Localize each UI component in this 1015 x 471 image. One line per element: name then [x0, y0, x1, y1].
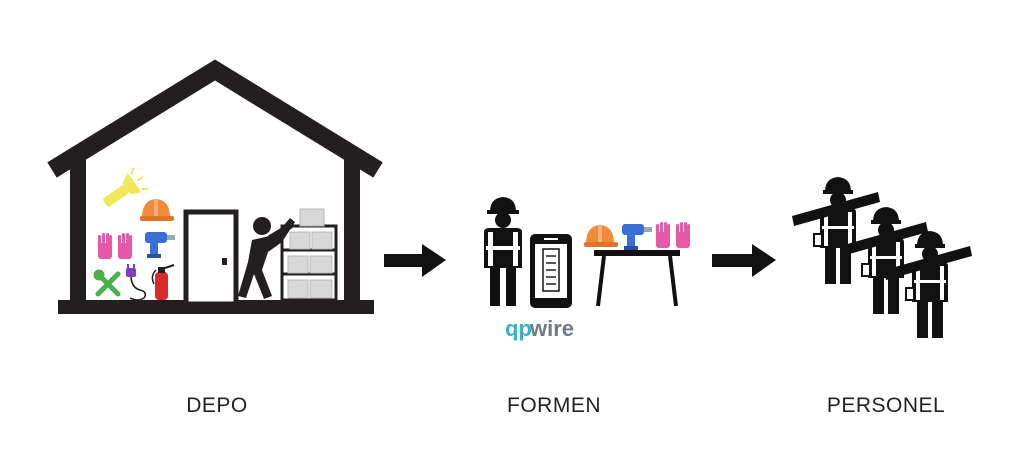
storekeeper-icon: [238, 217, 295, 299]
shelf-boxes-icon: [280, 208, 338, 302]
gloves-icon: [656, 222, 690, 248]
label-depo: DEPO: [186, 394, 248, 417]
label-formen: FORMEN: [507, 394, 601, 417]
house-icon: [47, 59, 383, 314]
helmet-icon: [140, 199, 174, 221]
helmet-icon: [584, 225, 618, 247]
foreman-icon: [484, 197, 522, 306]
flashlight-icon: [103, 167, 149, 207]
table-icon: [594, 250, 680, 307]
brand-part2: wire: [529, 316, 574, 341]
drill-icon: [145, 232, 175, 258]
label-personel: PERSONEL: [826, 394, 946, 417]
wrench-screwdriver-icon: [93, 269, 121, 297]
smartphone-checklist-icon: [530, 234, 572, 308]
drill-icon: [622, 224, 652, 250]
gloves-icon: [98, 233, 132, 259]
door-icon: [183, 209, 239, 307]
brand-part1: qp: [505, 316, 532, 341]
arrow-right-icon: [384, 244, 446, 277]
power-cable-icon: [126, 264, 147, 301]
fire-extinguisher-icon: [151, 264, 175, 300]
arrow-right-icon: [712, 244, 776, 277]
qpwire-logo: qp wire: [505, 316, 574, 341]
